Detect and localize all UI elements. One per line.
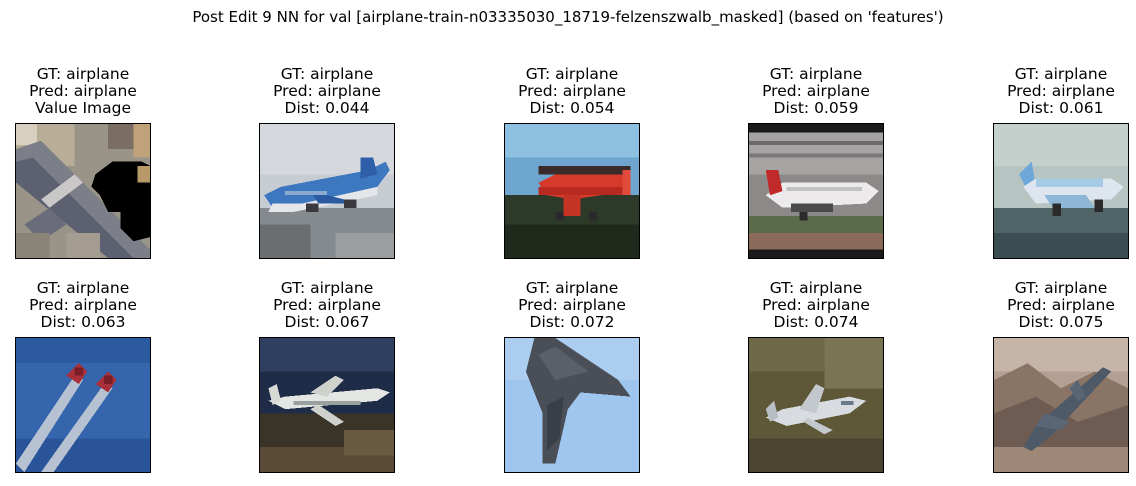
gt-label: GT: airplane — [280, 279, 374, 297]
panel-neighbor-2: GT: airplane Pred: airplane Dist: 0.054 — [504, 66, 640, 259]
gt-label: GT: airplane — [1014, 65, 1108, 83]
panel-neighbor-7: GT: airplane Pred: airplane Dist: 0.072 — [504, 280, 640, 473]
panel-caption: GT: airplane Pred: airplane Dist: 0.063 — [0, 280, 191, 331]
thumbnail-image — [504, 337, 640, 473]
thumbnail-image — [993, 123, 1129, 259]
extra-label: Value Image — [34, 99, 132, 117]
panel-caption: GT: airplane Pred: airplane Dist: 0.075 — [953, 280, 1136, 331]
extra-label: Dist: 0.075 — [1018, 313, 1104, 331]
thumbnail-image — [993, 337, 1129, 473]
pred-label: Pred: airplane — [29, 82, 137, 100]
pred-label: Pred: airplane — [29, 296, 137, 314]
extra-label: Dist: 0.074 — [773, 313, 859, 331]
gt-label: GT: airplane — [36, 279, 130, 297]
thumbnail-image — [15, 337, 151, 473]
panel-caption: GT: airplane Pred: airplane Dist: 0.061 — [953, 66, 1136, 117]
extra-label: Dist: 0.054 — [529, 99, 615, 117]
gt-label: GT: airplane — [280, 65, 374, 83]
figure-suptitle: Post Edit 9 NN for val [airplane-train-n… — [192, 8, 944, 26]
extra-label: Dist: 0.067 — [284, 313, 370, 331]
panel-caption: GT: airplane Pred: airplane Dist: 0.044 — [219, 66, 435, 117]
thumbnail-image — [504, 123, 640, 259]
pred-label: Pred: airplane — [518, 296, 626, 314]
thumbnail-image — [15, 123, 151, 259]
panel-neighbor-5: GT: airplane Pred: airplane Dist: 0.063 — [15, 280, 151, 473]
panel-caption: GT: airplane Pred: airplane Value Image — [0, 66, 191, 117]
extra-label: Dist: 0.044 — [284, 99, 370, 117]
pred-label: Pred: airplane — [518, 82, 626, 100]
pred-label: Pred: airplane — [1007, 296, 1115, 314]
panel-caption: GT: airplane Pred: airplane Dist: 0.074 — [708, 280, 924, 331]
gt-label: GT: airplane — [525, 65, 619, 83]
panel-neighbor-1: GT: airplane Pred: airplane Dist: 0.044 — [259, 66, 395, 259]
gt-label: GT: airplane — [769, 279, 863, 297]
pred-label: Pred: airplane — [273, 82, 381, 100]
panel-neighbor-8: GT: airplane Pred: airplane Dist: 0.074 — [748, 280, 884, 473]
gt-label: GT: airplane — [1014, 279, 1108, 297]
thumbnail-image — [748, 123, 884, 259]
thumbnail-image — [748, 337, 884, 473]
panel-neighbor-3: GT: airplane Pred: airplane Dist: 0.059 — [748, 66, 884, 259]
panel-caption: GT: airplane Pred: airplane Dist: 0.054 — [464, 66, 680, 117]
extra-label: Dist: 0.061 — [1018, 99, 1104, 117]
thumbnail-image — [259, 123, 395, 259]
thumbnail-image — [259, 337, 395, 473]
panel-caption: GT: airplane Pred: airplane Dist: 0.067 — [219, 280, 435, 331]
pred-label: Pred: airplane — [762, 296, 870, 314]
panel-caption: GT: airplane Pred: airplane Dist: 0.072 — [464, 280, 680, 331]
panel-neighbor-9: GT: airplane Pred: airplane Dist: 0.075 — [993, 280, 1129, 473]
panel-value-image: GT: airplane Pred: airplane Value Image — [15, 66, 151, 259]
panel-neighbor-6: GT: airplane Pred: airplane Dist: 0.067 — [259, 280, 395, 473]
panel-neighbor-4: GT: airplane Pred: airplane Dist: 0.061 — [993, 66, 1129, 259]
extra-label: Dist: 0.072 — [529, 313, 615, 331]
gt-label: GT: airplane — [525, 279, 619, 297]
pred-label: Pred: airplane — [762, 82, 870, 100]
gt-label: GT: airplane — [36, 65, 130, 83]
extra-label: Dist: 0.059 — [773, 99, 859, 117]
pred-label: Pred: airplane — [1007, 82, 1115, 100]
extra-label: Dist: 0.063 — [40, 313, 126, 331]
gt-label: GT: airplane — [769, 65, 863, 83]
panel-caption: GT: airplane Pred: airplane Dist: 0.059 — [708, 66, 924, 117]
pred-label: Pred: airplane — [273, 296, 381, 314]
